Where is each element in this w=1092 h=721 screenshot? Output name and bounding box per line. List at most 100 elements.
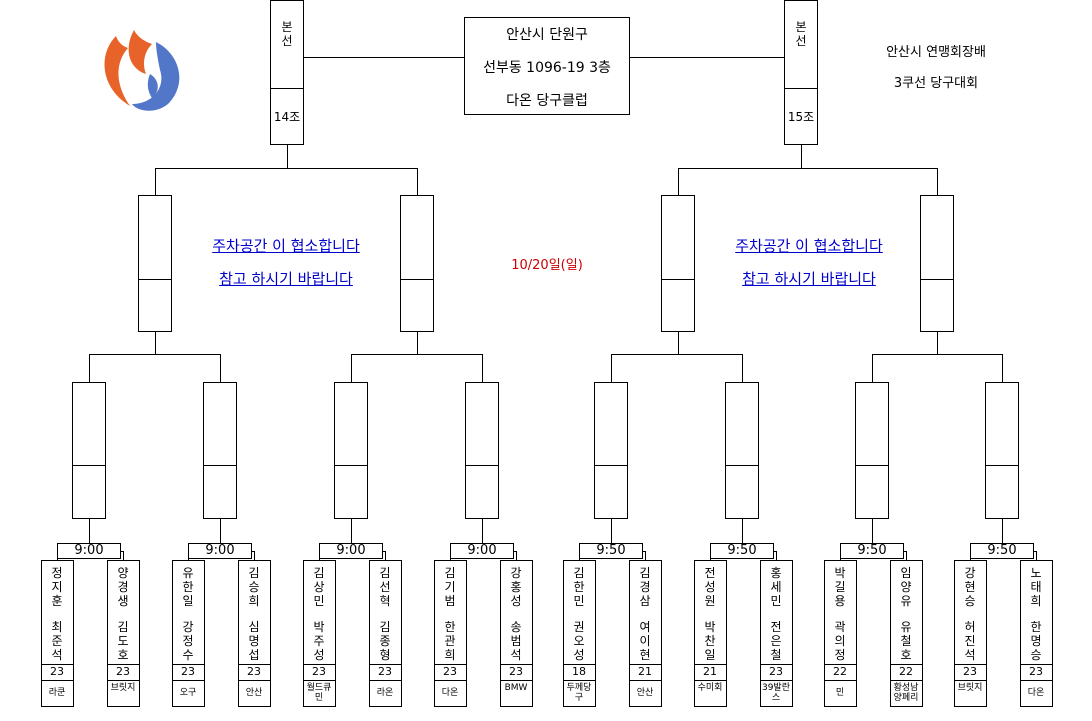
player-divider-club-1-0 bbox=[172, 680, 205, 681]
match-leg-right-5 bbox=[776, 551, 777, 560]
qf-stem-top-2 bbox=[351, 354, 352, 382]
quarterfinal-box-8-divider bbox=[985, 465, 1019, 466]
player-score: 21 bbox=[703, 665, 717, 678]
match-time-3: 9:00 bbox=[336, 543, 366, 558]
qf-join-1 bbox=[351, 354, 483, 355]
match-arm-right-1 bbox=[252, 551, 255, 552]
player-box-6-1 bbox=[694, 560, 727, 707]
player-box-1-1 bbox=[41, 560, 74, 707]
match-arm-left-1 bbox=[188, 551, 189, 552]
quarterfinal-box-2 bbox=[203, 382, 237, 519]
match-arm-right-0 bbox=[121, 551, 124, 552]
match-leg-right-0 bbox=[123, 551, 124, 560]
venue-box bbox=[464, 17, 630, 115]
player-score: 23 bbox=[509, 665, 523, 678]
player-score: 23 bbox=[378, 665, 392, 678]
parking-notice-left-line-2: 참고 하시기 바랍니다 bbox=[219, 270, 353, 288]
player-box-3-2 bbox=[369, 560, 402, 707]
parking-notice-right-line-1: 주차공간 이 협소합니다 bbox=[735, 237, 883, 255]
match-arm-right-7 bbox=[1034, 551, 1037, 552]
player-divider-club-4-0 bbox=[563, 680, 596, 681]
player-divider-club-6-1 bbox=[890, 680, 923, 681]
match-leg-left-3 bbox=[450, 551, 451, 560]
parking-notice-left-line-1: 주차공간 이 협소합니다 bbox=[212, 237, 360, 255]
player-divider-club-2-0 bbox=[303, 680, 336, 681]
player-divider-club-4-1 bbox=[629, 680, 662, 681]
match-time-5: 9:50 bbox=[596, 543, 626, 558]
player-club: 민 bbox=[835, 688, 845, 698]
match-leg-left-5 bbox=[710, 551, 711, 560]
match-arm-left-7 bbox=[970, 551, 971, 552]
qf-stem-bottom-4 bbox=[611, 519, 612, 543]
player-score: 23 bbox=[1029, 665, 1043, 678]
player-divider-club-3-1 bbox=[500, 680, 533, 681]
player-name-secondary: 김종형 bbox=[379, 620, 391, 662]
semifinal-box-3 bbox=[661, 195, 695, 332]
player-divider-score-2-0 bbox=[303, 664, 336, 665]
player-divider-club-1-1 bbox=[238, 680, 271, 681]
qf-stem-top-5 bbox=[742, 354, 743, 382]
semifinal-box-4 bbox=[920, 195, 954, 332]
group-label-right: 15조 bbox=[787, 110, 815, 124]
event-title-line-1: 안산시 연맹회장배 bbox=[886, 45, 986, 60]
final-stem-right bbox=[801, 145, 802, 168]
match-arm-left-5 bbox=[710, 551, 711, 552]
match-arm-left-2 bbox=[319, 551, 320, 552]
match-arm-left-6 bbox=[840, 551, 841, 552]
player-name-secondary: 김도호 bbox=[117, 620, 129, 662]
player-name-secondary: 송범석 bbox=[510, 620, 522, 662]
final-label-left: 본선 bbox=[281, 20, 293, 48]
match-leg-right-3 bbox=[516, 551, 517, 560]
quarterfinal-box-3-divider bbox=[334, 465, 368, 466]
player-divider-score-5-1 bbox=[760, 664, 793, 665]
player-score: 23 bbox=[247, 665, 261, 678]
player-name-primary: 박길용 bbox=[834, 566, 846, 608]
match-leg-right-7 bbox=[1036, 551, 1037, 560]
match-leg-right-6 bbox=[906, 551, 907, 560]
sf-stem-bottom-2 bbox=[678, 332, 679, 354]
match-arm-right-2 bbox=[383, 551, 386, 552]
player-name-secondary: 전은철 bbox=[770, 620, 782, 662]
sf-stem-top-3 bbox=[937, 168, 938, 195]
player-name-secondary: 최준석 bbox=[51, 620, 63, 662]
player-name-primary: 김경삼 bbox=[639, 566, 651, 608]
player-divider-score-0-1 bbox=[107, 664, 140, 665]
player-divider-club-3-0 bbox=[434, 680, 467, 681]
qf-stem-bottom-2 bbox=[351, 519, 352, 543]
player-name-primary: 김승희 bbox=[248, 566, 260, 608]
match-leg-left-2 bbox=[319, 551, 320, 560]
semifinal-box-2 bbox=[400, 195, 434, 332]
player-club: 오구 bbox=[179, 688, 197, 698]
player-name-primary: 홍세민 bbox=[770, 566, 782, 608]
player-divider-score-3-1 bbox=[500, 664, 533, 665]
parking-notice-right-line-2: 참고 하시기 바랍니다 bbox=[742, 270, 876, 288]
venue-line-1: 안산시 단원구 bbox=[506, 27, 588, 43]
player-divider-club-6-0 bbox=[824, 680, 857, 681]
player-divider-score-7-0 bbox=[954, 664, 987, 665]
player-name-primary: 양경생 bbox=[117, 566, 129, 608]
player-divider-club-7-0 bbox=[954, 680, 987, 681]
player-box-1-2 bbox=[107, 560, 140, 707]
player-name-primary: 김선혁 bbox=[379, 566, 391, 608]
match-arm-left-0 bbox=[57, 551, 58, 552]
sf-stem-top-2 bbox=[678, 168, 679, 195]
venue-line-3: 다온 당구클럽 bbox=[506, 93, 588, 109]
match-time-2: 9:00 bbox=[205, 543, 235, 558]
qf-stem-top-0 bbox=[89, 354, 90, 382]
player-club: BMW bbox=[504, 683, 528, 693]
semifinal-box-2-divider bbox=[400, 279, 434, 280]
quarterfinal-box-5-divider bbox=[594, 465, 628, 466]
player-score: 23 bbox=[116, 665, 130, 678]
qf-stem-bottom-1 bbox=[220, 519, 221, 543]
quarterfinal-box-6-divider bbox=[725, 465, 759, 466]
sf-stem-top-0 bbox=[155, 168, 156, 195]
final-box-left bbox=[270, 0, 304, 145]
match-leg-right-1 bbox=[254, 551, 255, 560]
player-divider-score-2-1 bbox=[369, 664, 402, 665]
player-name-primary: 임양유 bbox=[900, 566, 912, 608]
match-leg-left-1 bbox=[188, 551, 189, 560]
player-name-primary: 강현승 bbox=[964, 566, 976, 608]
quarterfinal-box-4-divider bbox=[465, 465, 499, 466]
player-club: 39발란스 bbox=[761, 683, 790, 703]
quarterfinal-box-1 bbox=[72, 382, 106, 519]
